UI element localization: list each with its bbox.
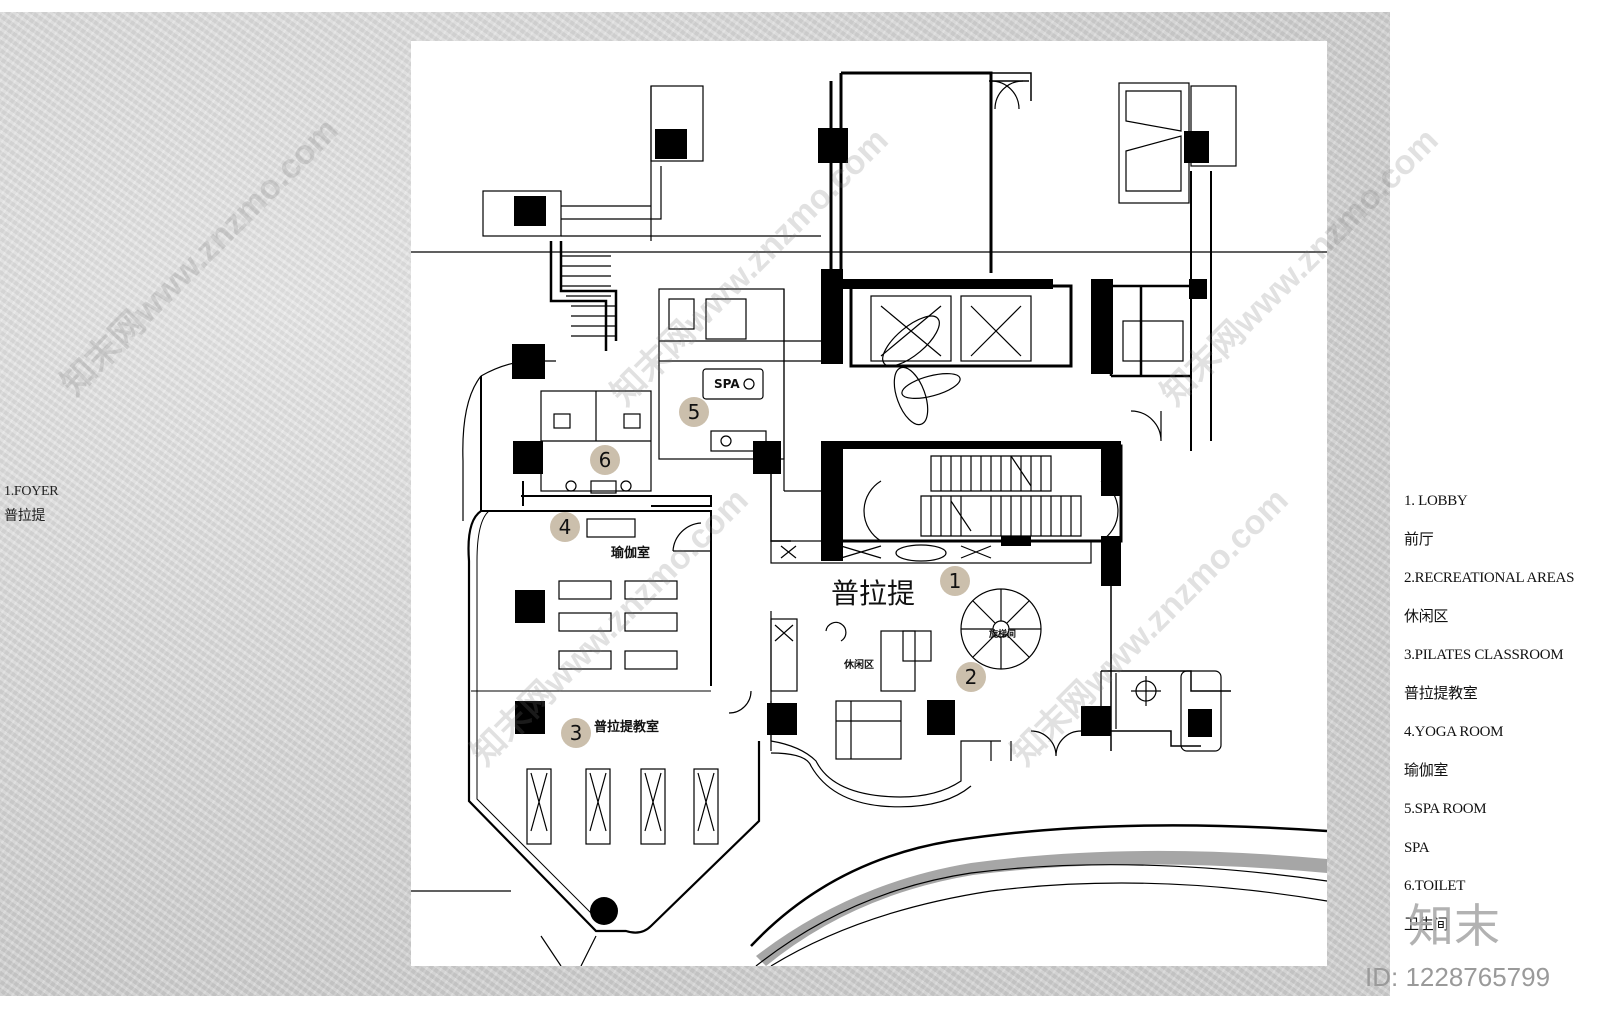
room-label-stair: 旋梯间 — [988, 628, 1016, 640]
legend-pilates-en: 3.PILATES CLASSROOM — [1404, 647, 1564, 663]
room-label-yoga: 瑜伽室 — [611, 545, 650, 561]
legend-recreational-cn: 休闲区 — [1404, 608, 1449, 625]
legend-toilet-cn: 卫生间 — [1404, 916, 1449, 933]
floor-plan: 瑜伽室 普拉提教室 SPA 休闲区 旋梯间 普拉提 1 2 3 4 5 6 — [411, 71, 1327, 966]
marker-6: 6 — [599, 448, 612, 472]
spa-bed — [702, 368, 764, 400]
legend-lobby-cn: 前厅 — [1404, 531, 1434, 548]
foyer-label-cn: 普拉提 — [4, 509, 46, 524]
reformer-group — [526, 768, 719, 845]
lobby-counter — [770, 540, 1092, 564]
foyer-label-en: 1.FOYER — [4, 484, 59, 499]
legend-recreational-en: 2.RECREATIONAL AREAS — [1404, 570, 1575, 586]
floor-plan-sheet: 瑜伽室 普拉提教室 SPA 休闲区 旋梯间 普拉提 1 2 3 4 5 6 — [411, 41, 1327, 966]
marker-4: 4 — [559, 515, 572, 539]
marker-1: 1 — [949, 569, 962, 593]
marker-2: 2 — [965, 665, 978, 689]
legend-pilates-cn: 普拉提教室 — [1404, 685, 1478, 702]
legend-yoga-cn: 瑜伽室 — [1404, 762, 1449, 779]
marker-5: 5 — [688, 400, 701, 424]
spa-room-walls — [658, 288, 785, 460]
room-label-spa: SPA — [714, 377, 740, 391]
wall-upper-room — [829, 71, 993, 296]
lobby-big-label: 普拉提 — [831, 577, 915, 610]
room-label-pilates: 普拉提教室 — [594, 719, 659, 735]
brand-logo: 知末 — [1408, 899, 1500, 953]
room-legend: 1. LOBBY 前厅 2.RECREATIONAL AREAS 休闲区 3.P… — [1404, 492, 1600, 954]
legend-spa-cn: SPA — [1404, 839, 1430, 856]
structural-columns — [512, 128, 1212, 925]
marker-3: 3 — [570, 721, 583, 745]
legend-lobby-en: 1. LOBBY — [1404, 493, 1468, 509]
legend-toilet-en: 6.TOILET — [1404, 878, 1466, 894]
planter-band — [756, 850, 1327, 966]
legend-spa-en: 5.SPA ROOM — [1404, 801, 1487, 817]
pilates-outline — [467, 510, 761, 934]
room-markers: 1 2 3 4 5 6 — [550, 397, 986, 748]
room-label-lounge: 休闲区 — [843, 658, 874, 671]
legend-yoga-en: 4.YOGA ROOM — [1404, 724, 1504, 740]
image-id: ID: 1228765799 — [1365, 962, 1551, 992]
